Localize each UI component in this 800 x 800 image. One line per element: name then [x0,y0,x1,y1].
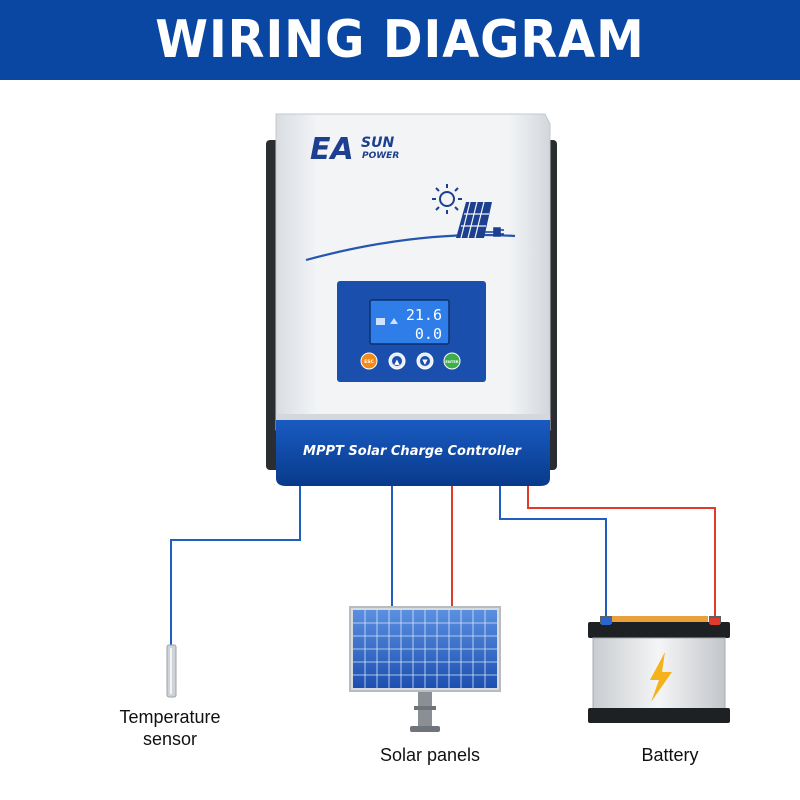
wires [170,486,716,645]
lcd-reading-current: 0.0 [415,325,442,343]
temperature-label-line-1: Temperature [119,707,221,727]
solar-plug-icon [456,201,504,239]
solar-panel [349,606,501,732]
brand-power: POWER [362,151,399,161]
battery-positive-terminal [710,618,720,625]
lcd-screen [369,299,450,345]
down-button[interactable]: ▼ [416,352,434,370]
temperature-label-line-2: sensor [142,729,198,749]
svg-text:ENTER: ENTER [445,360,458,364]
enter-button[interactable]: ENTER [443,352,461,370]
charge-controller: EA SUN POWER 21.6 0.0 ESC ▲ [266,113,557,486]
sun-icon [432,184,462,214]
product-label: MPPT Solar Charge Controller [303,444,522,459]
up-button[interactable]: ▲ [388,352,406,370]
down-arrow-icon: ▼ [422,358,428,366]
battery-positive-wire [527,486,716,620]
title-banner: WIRING DIAGRAM [0,0,800,80]
brand-logo: EA SUN POWER [310,132,399,167]
up-arrow-icon: ▲ [394,358,400,366]
battery-label: Battery [641,745,699,765]
brand-ea: EA [310,132,354,167]
temperature-sensor-probe [166,644,177,698]
esc-button[interactable]: ESC [360,352,378,370]
svg-text:ESC: ESC [364,359,374,365]
battery-negative-terminal [601,618,611,625]
solar-panels-label: Solar panels [379,745,481,765]
temperature-wire [170,486,301,645]
lightning-bolt-icon [650,652,672,702]
page-title: WIRING DIAGRAM [155,10,645,70]
battery-negative-wire [499,486,607,620]
temperature-sensor-label: Temperature sensor [100,706,240,750]
controller-base [276,418,550,486]
swoosh-curve [305,233,516,262]
battery [588,616,730,723]
brand-sun: SUN [361,135,394,151]
lcd-reading-voltage: 21.6 [406,306,442,324]
